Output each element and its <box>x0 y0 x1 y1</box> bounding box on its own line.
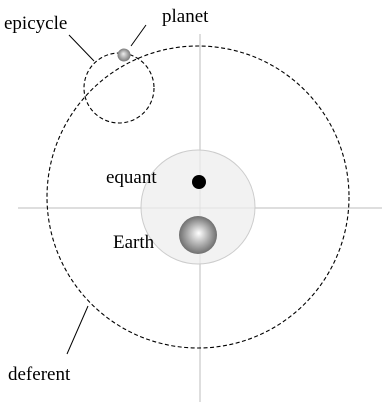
deferent-leader-line <box>66 305 89 355</box>
deferent-orbit <box>46 45 350 349</box>
deferent-label: deferent <box>8 364 71 385</box>
equant-point <box>192 175 206 189</box>
planet-label: planet <box>162 6 209 27</box>
equant-disc <box>140 149 256 265</box>
epicycle-leader-line <box>68 34 95 62</box>
earth-sphere <box>179 216 217 254</box>
earth-label: Earth <box>113 232 155 253</box>
epicycle-label: epicycle <box>4 13 67 34</box>
epicycle-orbit <box>83 52 155 124</box>
equant-label: equant <box>106 167 157 188</box>
planet-leader-line <box>130 24 147 47</box>
planet-sphere <box>117 48 131 62</box>
